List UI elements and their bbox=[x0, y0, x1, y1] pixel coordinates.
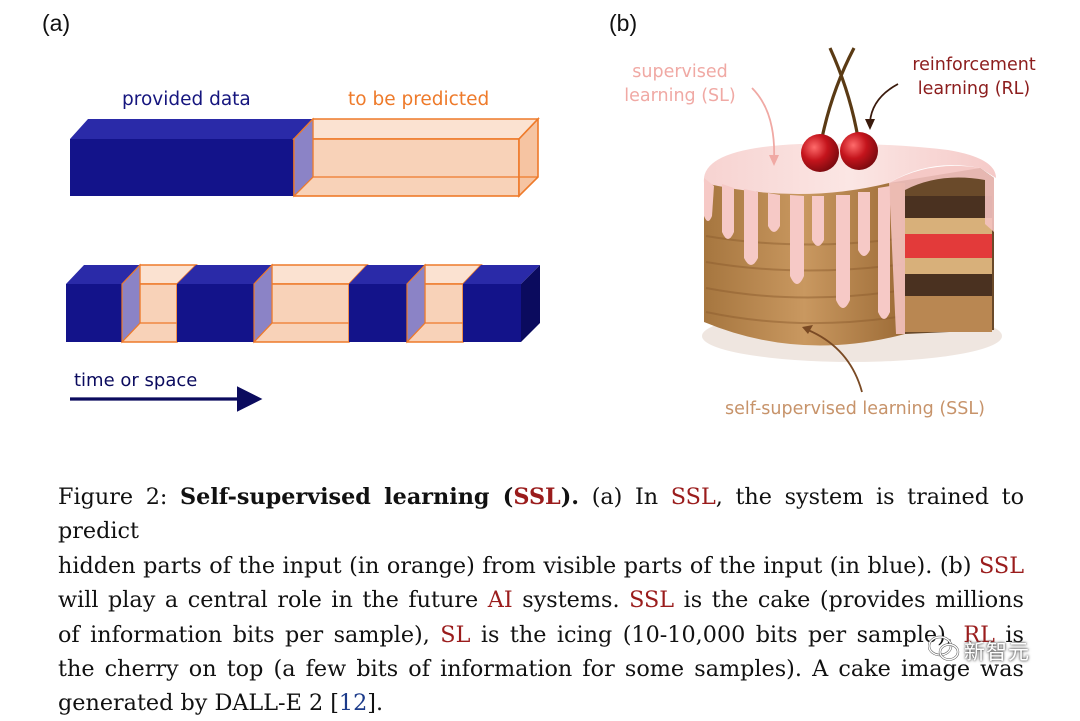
acronym-rl[interactable]: RL bbox=[963, 621, 995, 648]
cherry-right-icon bbox=[840, 132, 878, 170]
acronym-ssl[interactable]: SSL bbox=[979, 552, 1024, 579]
panel-b-label: (b) bbox=[609, 10, 637, 36]
top-sequence-bar bbox=[70, 116, 540, 198]
citation-link[interactable]: 12 bbox=[338, 690, 368, 717]
watermark-text: 新智元 bbox=[964, 640, 1030, 664]
to-be-predicted-label: to be predicted bbox=[348, 89, 489, 110]
caption-line-5: the cherry on top (a few bits of informa… bbox=[58, 656, 1024, 683]
figure-number: Figure 2: bbox=[58, 484, 168, 510]
caption-line-3: will play a central role in the future A… bbox=[58, 587, 1024, 614]
watermark: 新智元 bbox=[928, 630, 1048, 670]
provided-segment-1 bbox=[66, 263, 141, 344]
rl-arrow bbox=[869, 83, 899, 123]
caption-line-6: generated by DALL-E 2 [12]. bbox=[58, 690, 384, 717]
provided-block-top bbox=[70, 119, 313, 139]
acronym-ssl[interactable]: SSL bbox=[629, 587, 675, 614]
acronym-ssl[interactable]: SSL bbox=[670, 484, 716, 510]
sl-label-line2: learning (SL) bbox=[624, 86, 735, 106]
caption-line-4: of information bits per sample), SL is t… bbox=[58, 621, 1024, 648]
cherry-left-icon bbox=[801, 134, 839, 172]
predicted-block-front bbox=[293, 138, 520, 197]
acronym-ai[interactable]: AI bbox=[487, 587, 513, 614]
rl-label-line1: reinforcement bbox=[912, 55, 1036, 75]
ssl-label: self-supervised learning (SSL) bbox=[725, 399, 985, 419]
sl-arrow bbox=[751, 87, 776, 161]
ssl-arrow bbox=[807, 329, 863, 393]
panel-a-label: (a) bbox=[42, 10, 70, 36]
predicted-block-top bbox=[292, 118, 540, 140]
figure-2-graphic: (a) provided data to be predicted bbox=[42, 10, 1036, 419]
bottom-sequence-bar bbox=[66, 263, 540, 344]
acronym-sl[interactable]: SL bbox=[440, 621, 471, 648]
caption-line-1: Figure 2: Self-supervised learning (SSL)… bbox=[58, 484, 1025, 545]
provided-block-side bbox=[293, 117, 314, 198]
provided-segment-3 bbox=[349, 263, 426, 344]
provided-segment-4 bbox=[463, 265, 540, 342]
provided-data-label: provided data bbox=[122, 89, 251, 110]
rl-label-line2: learning (RL) bbox=[918, 79, 1031, 99]
sl-label-line1: supervised bbox=[632, 62, 728, 82]
figure-caption: Figure 2: Self-supervised learning (SSL)… bbox=[58, 480, 1024, 721]
provided-block-front bbox=[70, 139, 294, 196]
provided-segment-2 bbox=[177, 263, 273, 344]
caption-line-2: hidden parts of the input (in orange) fr… bbox=[58, 552, 1024, 579]
caption-title: Self-supervised learning (SSL). bbox=[180, 484, 580, 510]
time-or-space-label: time or space bbox=[74, 370, 197, 391]
wechat-icon bbox=[928, 635, 960, 661]
